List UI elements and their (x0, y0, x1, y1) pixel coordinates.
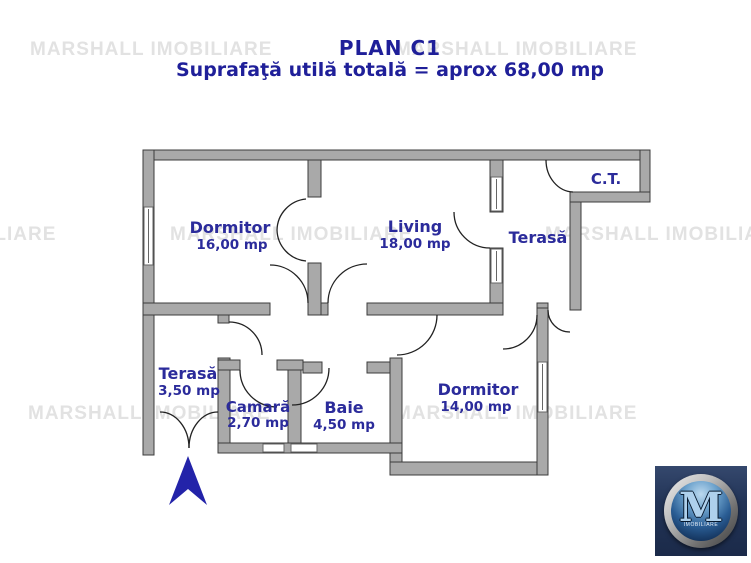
door-entrance-right (188, 411, 219, 449)
wall-dorm1-living-upper (307, 159, 322, 198)
wall-terrace-right (569, 201, 582, 311)
room-area-baie: 4,50 mp (313, 417, 375, 433)
room-label-dormitor1: Dormitor (190, 218, 271, 237)
door-camara (239, 369, 278, 408)
wall-dorm2-bottom (389, 461, 549, 476)
wall-baie-top-left (302, 361, 323, 374)
door-terrace-dorm2-left (502, 314, 538, 350)
room-area-living: 18,00 mp (379, 236, 450, 252)
window-camara (262, 443, 285, 453)
logo-ring: M IMOBILIARE (664, 474, 738, 548)
wall-dorm1-living-lower (307, 262, 322, 316)
logo-subtext: IMOBILIARE (683, 522, 719, 528)
door-living-hall (327, 263, 368, 304)
north-arrow-icon (169, 456, 207, 505)
room-area-dormitor2: 14,00 mp (440, 399, 511, 415)
room-label-terasa1: Terasă (509, 228, 568, 247)
wall-ct-bottom (569, 191, 651, 203)
wall-mid-a (142, 302, 271, 316)
wall-camara-top-right (276, 359, 304, 371)
watermark-text: MARSHALL IMOBILIARE (545, 224, 751, 245)
logo-letter: M (678, 484, 724, 531)
door-ct (545, 159, 574, 193)
watermark-text: MARSHALL IMOBILIARE (30, 39, 273, 60)
watermark-text: MARSHALL IMOBILIARE (0, 224, 57, 245)
watermark-text: MARSHALL IMOBILIARE (395, 403, 638, 424)
room-labels: Dormitor 16,00 mp Living 18,00 mp Terasă… (158, 170, 621, 433)
door-dorm2-hall (396, 314, 438, 356)
logo-orb: M IMOBILIARE (671, 481, 731, 541)
room-area-dormitor1: 16,00 mp (196, 237, 267, 253)
door-baie (291, 367, 330, 406)
door-terrace2-hall (228, 321, 263, 356)
watermark-text: MARSHALL IMOBILIARE (170, 224, 413, 245)
windows (143, 176, 548, 453)
page-subtitle: Suprafaţă utilă totală = aprox 68,00 mp (175, 59, 605, 81)
room-label-terasa2: Terasă (159, 364, 218, 383)
door-dorm1-living-bottom (276, 229, 307, 262)
door-arcs (159, 159, 574, 449)
door-dorm1-living-top (276, 198, 307, 231)
door-dorm1-hall (269, 264, 309, 304)
room-label-living: Living (388, 217, 442, 236)
agency-logo: M IMOBILIARE (655, 466, 747, 556)
door-living-terrace (453, 211, 491, 249)
wall-terrace2-stub (217, 314, 230, 324)
page-title: PLAN C1 (338, 36, 442, 60)
door-terrace-dorm2-right (547, 309, 571, 333)
wall-mid-c (366, 302, 504, 316)
watermark-text: MARSHALL IMOBILIARE (395, 39, 638, 60)
walls (142, 149, 651, 476)
room-area-terasa2: 3,50 mp (158, 383, 220, 399)
wall-camara-top-left (217, 359, 241, 371)
room-area-camara: 2,70 mp (227, 415, 289, 431)
room-label-camara: Camară (226, 398, 290, 416)
window-baie (290, 443, 318, 453)
door-entrance-left (159, 411, 190, 449)
room-label-baie: Baie (324, 398, 363, 417)
wall-top (142, 149, 651, 161)
wall-mid-b (320, 302, 329, 316)
room-label-ct: C.T. (591, 170, 621, 188)
room-label-dormitor2: Dormitor (438, 380, 519, 399)
